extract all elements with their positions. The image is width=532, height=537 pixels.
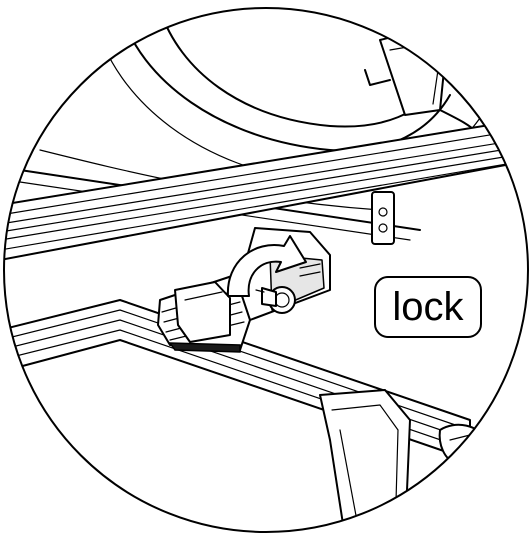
- roof-foot: [319, 389, 411, 532]
- lock-callout-label: lock: [374, 276, 482, 338]
- detail-circle-frame: [3, 7, 529, 533]
- key-icon: [255, 286, 296, 314]
- counterclockwise-arrow-icon: [226, 235, 307, 297]
- crossbar-main: [4, 119, 528, 261]
- hanging-bracket: [371, 191, 395, 245]
- detail-view: [4, 9, 528, 532]
